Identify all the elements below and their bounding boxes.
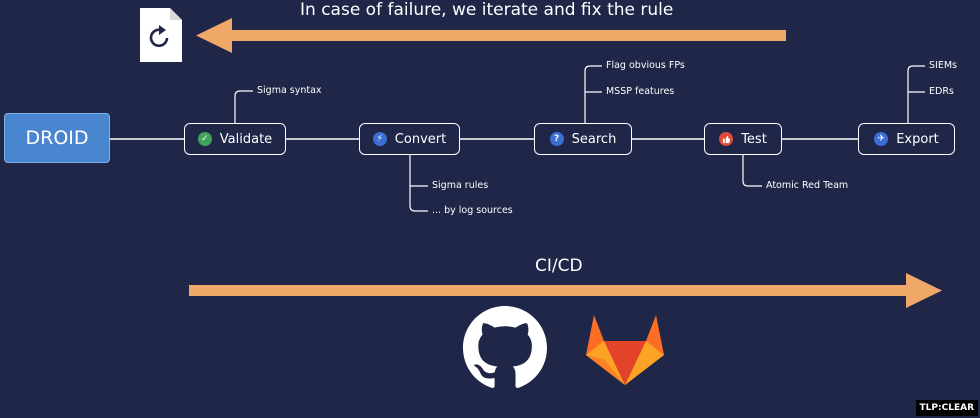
airplane-icon: ✈: [874, 132, 889, 146]
failure-text: In case of failure, we iterate and fix t…: [300, 0, 674, 20]
note-validate-syntax: Sigma syntax: [257, 85, 322, 96]
step-export: ✈ Export: [858, 123, 955, 155]
step-validate-label: Validate: [219, 131, 273, 147]
check-icon: ✓: [197, 132, 212, 146]
step-validate: ✓ Validate: [184, 123, 286, 155]
lightning-icon: ⚡: [372, 132, 387, 146]
note-convert-rules: Sigma rules: [432, 180, 489, 191]
note-search-fps: Flag obvious FPs: [606, 60, 685, 71]
note-export-edrs: EDRs: [929, 86, 954, 97]
gitlab-logo-icon: [586, 315, 664, 385]
tlp-badge: TLP:CLEAR: [915, 400, 978, 416]
note-export-siems: SIEMs: [929, 60, 957, 71]
thumbs-up-icon: [719, 132, 734, 146]
step-convert: ⚡ Convert: [359, 123, 460, 155]
droid-source: DROID: [4, 113, 110, 163]
step-convert-label: Convert: [394, 131, 447, 147]
refresh-document-icon: [140, 8, 182, 62]
step-export-label: Export: [896, 131, 939, 147]
question-icon: ?: [549, 132, 564, 146]
github-logo-icon: [463, 306, 547, 388]
cicd-label: CI/CD: [535, 256, 583, 276]
note-convert-logsources: ... by log sources: [432, 205, 513, 216]
step-search-label: Search: [571, 131, 617, 147]
step-search: ? Search: [534, 123, 632, 155]
step-test: Test: [704, 123, 782, 155]
note-test-atomic: Atomic Red Team: [766, 180, 849, 191]
note-search-mssp: MSSP features: [606, 86, 675, 97]
step-test-label: Test: [741, 131, 767, 147]
